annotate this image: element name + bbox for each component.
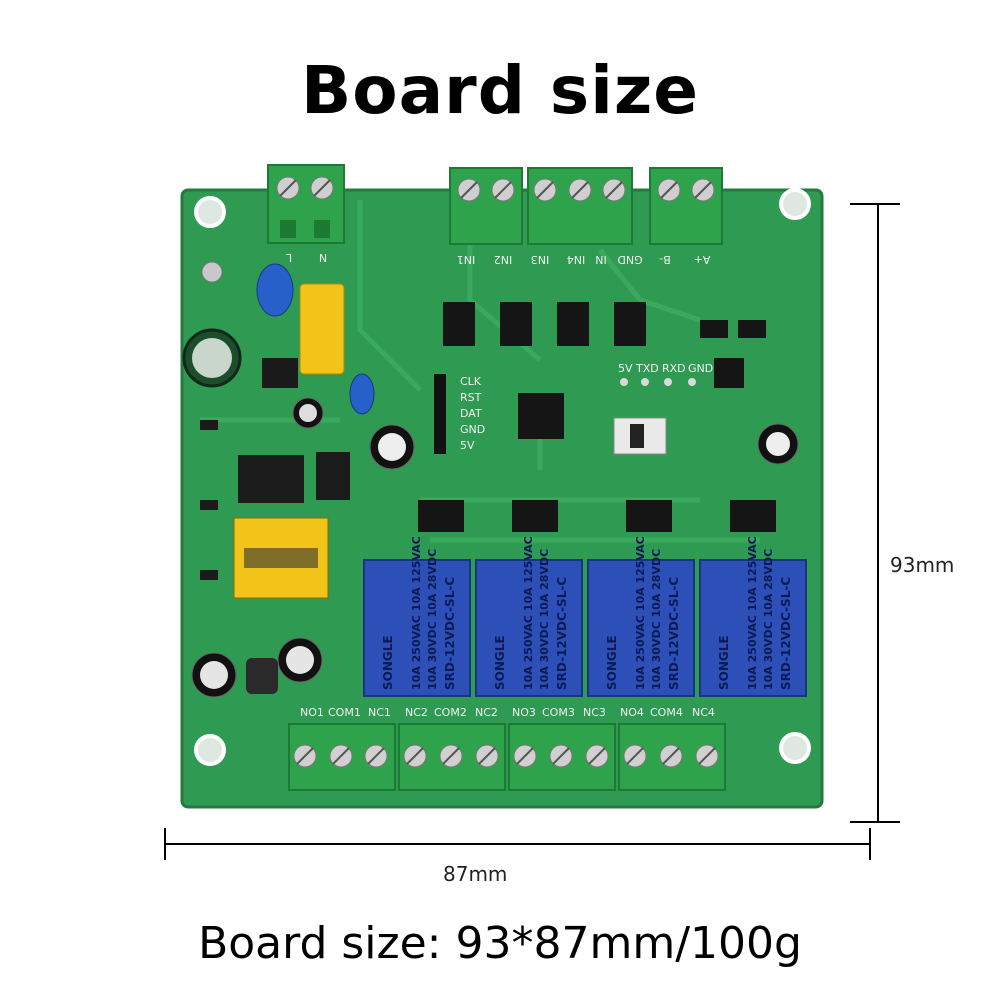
p7-dat: DAT [460,407,482,420]
svg-text:10A 250VAC 10A 125VAC: 10A 250VAC 10A 125VAC [410,536,423,690]
silk-n: N [319,251,327,264]
silk-com2: COM2 [434,706,467,719]
svg-text:10A 250VAC 10A 125VAC: 10A 250VAC 10A 125VAC [522,536,535,690]
p7-gnd: GND [460,423,485,436]
silk-gnd: GND [617,253,642,266]
relay-4: SONGLE 10A 250VAC 10A 125VAC 10A 30VDC 1… [699,536,807,697]
optocoupler-row-top [443,302,766,388]
rs485-terminal-block [649,167,723,245]
silk-nc3: NC3 [583,706,606,719]
svg-text:10A 30VDC 10A 28VDC: 10A 30VDC 10A 28VDC [762,549,775,690]
input-terminal-block-1 [449,167,523,245]
silk-com3: COM3 [542,706,575,719]
svg-text:SRD-12VDC-SL-C: SRD-12VDC-SL-C [443,577,457,690]
relay-2: SONGLE 10A 250VAC 10A 125VAC 10A 30VDC 1… [475,536,583,697]
silk-nc2-a: NC2 [405,706,428,719]
relay-1: SONGLE 10A 250VAC 10A 125VAC 10A 30VDC 1… [363,536,471,697]
p6-5v: 5V [618,362,633,375]
power-terminal-block [267,164,345,244]
svg-text:SONGLE: SONGLE [605,635,619,690]
silk-no3: NO3 [512,706,536,719]
p6-txd: TXD [635,362,659,375]
silk-in1: IN1 [457,253,475,266]
mcu-chip [518,393,564,439]
p7-clk: CLK [460,375,482,388]
height-dimension-line [850,203,900,823]
page-title: Board size [300,52,700,129]
output-silk-labels: NO1 COM1 NC1 NC2 COM2 NC2 NO3 COM3 NC3 N… [300,706,715,719]
silk-in: IN [595,253,606,266]
silk-no1: NO1 [300,706,324,719]
silk-nc1: NC1 [368,706,391,719]
svg-text:SRD-12VDC-SL-C: SRD-12VDC-SL-C [667,577,681,690]
board-size-caption: Board size: 93*87mm/100g [198,918,802,969]
silk-b-minus: B- [659,253,671,266]
svg-text:SRD-12VDC-SL-C: SRD-12VDC-SL-C [555,577,569,690]
relay-3: SONGLE 10A 250VAC 10A 125VAC 10A 30VDC 1… [587,536,695,697]
header-p7: CLK RST DAT GND 5V [434,374,485,454]
silk-l: L [285,251,292,264]
optocoupler-row-bottom [418,500,776,532]
output-terminal-blocks [288,723,726,791]
svg-text:10A 30VDC 10A 28VDC: 10A 30VDC 10A 28VDC [426,549,439,690]
silk-com4: COM4 [650,706,683,719]
input-terminal-block-2 [527,167,633,245]
silk-in4: IN4 [567,253,585,266]
silk-no4: NO4 [620,706,644,719]
svg-text:SONGLE: SONGLE [493,635,507,690]
svg-text:SONGLE: SONGLE [381,635,395,690]
mounting-holes [194,188,811,766]
width-dimension-line [164,828,871,860]
header-p6: 5V TXD RXD GND [618,362,713,386]
top-silk-labels: N L IN1 IN2 IN3 IN4 IN GND B- A+ [285,251,710,266]
p6-gnd: GND [688,362,713,375]
silk-com1: COM1 [328,706,361,719]
silk-nc4: NC4 [692,706,715,719]
svg-text:10A 30VDC 10A 28VDC: 10A 30VDC 10A 28VDC [538,549,551,690]
svg-text:SRD-12VDC-SL-C: SRD-12VDC-SL-C [779,577,793,690]
silk-in2: IN2 [494,253,512,266]
width-dimension-label: 87mm [443,862,508,886]
height-dimension-label: 93mm [890,553,955,577]
relays: SONGLE 10A 250VAC 10A 125VAC 10A 30VDC 1… [363,536,807,697]
power-section [182,261,415,698]
silk-in3: IN3 [531,253,549,266]
silk-a-plus: A+ [694,253,711,266]
svg-text:SONGLE: SONGLE [717,635,731,690]
p6-rxd: RXD [662,362,686,375]
p7-5v: 5V [460,439,475,452]
slide-switch [613,417,667,455]
p7-rst: RST [460,391,482,404]
silk-nc2-b: NC2 [475,706,498,719]
svg-text:10A 250VAC 10A 125VAC: 10A 250VAC 10A 125VAC [746,536,759,690]
svg-text:10A 30VDC 10A 28VDC: 10A 30VDC 10A 28VDC [650,549,663,690]
svg-text:10A 250VAC 10A 125VAC: 10A 250VAC 10A 125VAC [634,536,647,690]
